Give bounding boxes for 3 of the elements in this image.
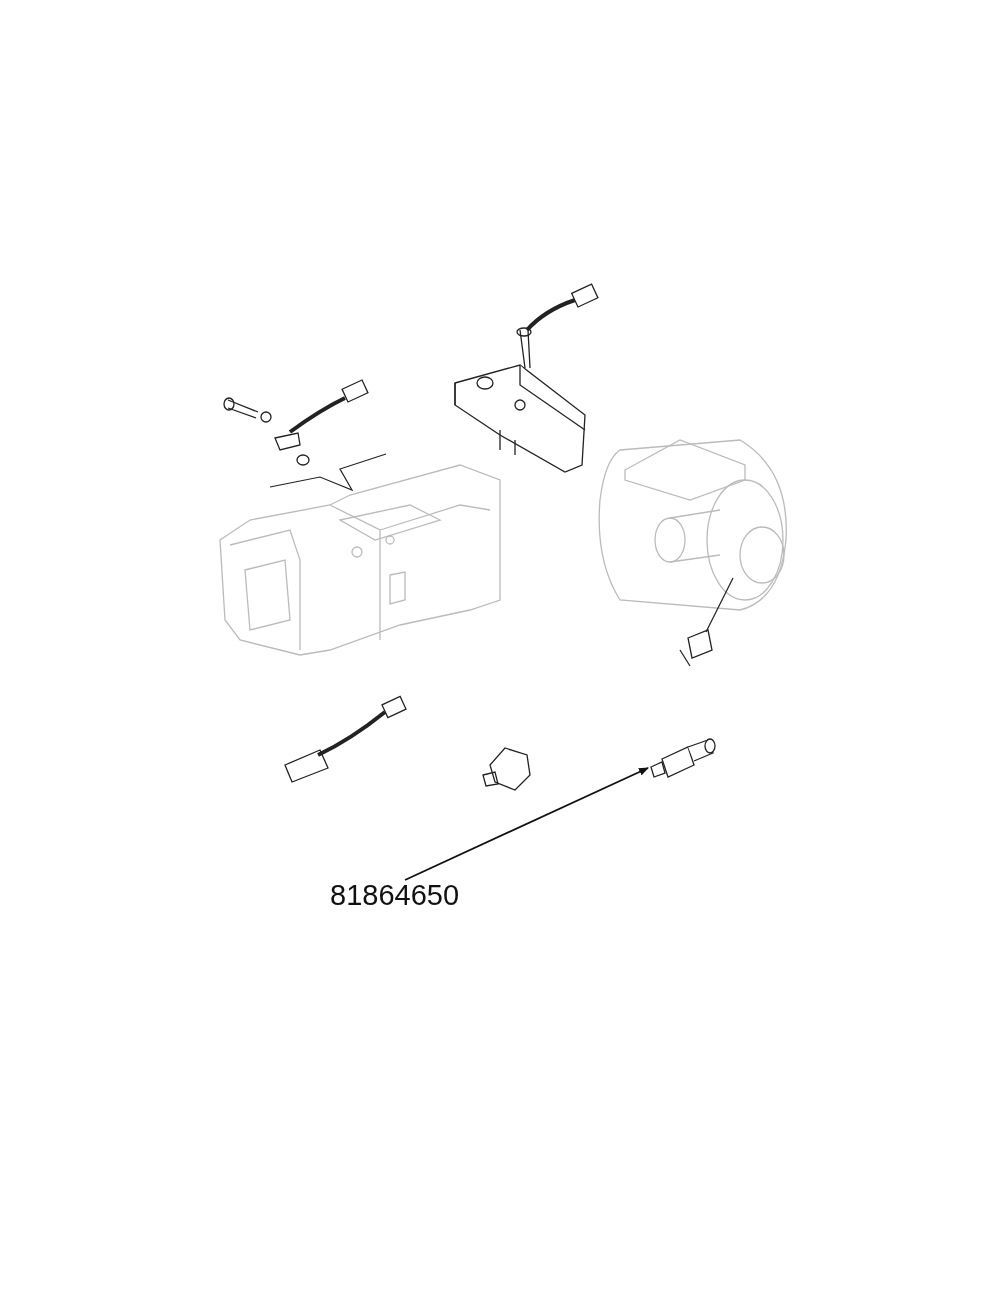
leader-arrow: [404, 767, 649, 881]
part-number: 81864650: [330, 880, 465, 912]
sensor-drawing: [648, 735, 718, 781]
